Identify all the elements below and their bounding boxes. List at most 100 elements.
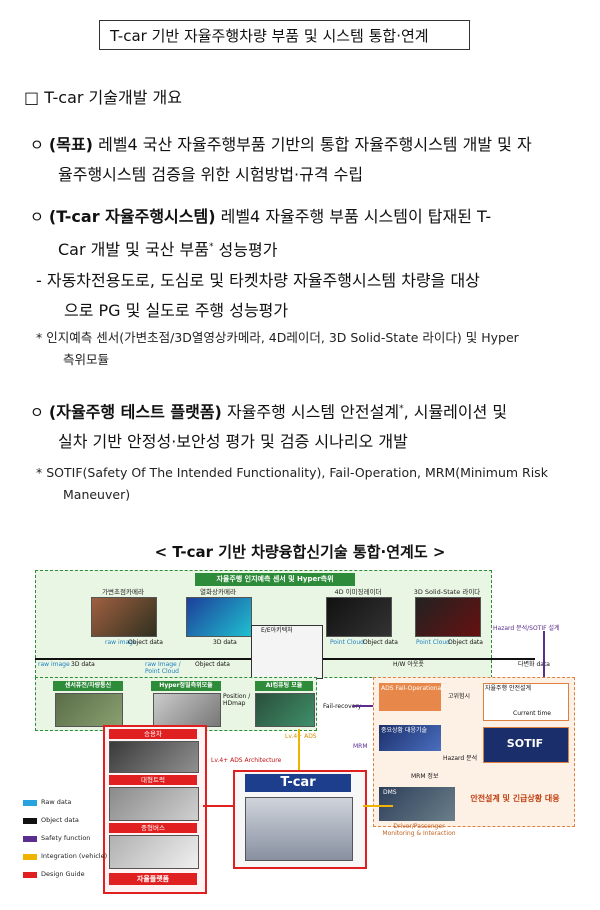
sub-bullet: - 자동차전용도로, 도심로 및 타켓차량 자율주행시스템 차량을 대상 으로 … — [36, 266, 596, 326]
sub-bullet-text: - 자동차전용도로, 도심로 및 타켓차량 자율주행시스템 차량을 대상 — [36, 271, 480, 290]
box-label: E/E아키텍처 — [261, 627, 293, 634]
flow-label: Fail-recovery — [323, 703, 362, 710]
legend-swatch — [23, 818, 37, 824]
flow-label: raw Image / Point Cloud — [145, 661, 181, 675]
flow-label: MRM 정보 — [411, 773, 439, 780]
integration-arrow — [298, 729, 300, 770]
footnote-text: * 인지예측 센서(가변초점/3D열영상카메라, 4D레이더, 3D Solid… — [36, 330, 519, 345]
footnote-text-cont: Maneuver) — [63, 487, 131, 502]
legend-label: Safety function — [41, 834, 91, 842]
integration-diagram: 자율주행 인지예측 센서 및 Hyper측위 가변초점카메라 열화상카메라 4D… — [23, 565, 579, 905]
footnote-text-cont: 측위모듈 — [63, 352, 110, 367]
legend-label: Integration (vehicle) — [41, 852, 108, 860]
sub-bullet-text-cont: 으로 PG 및 실도로 주행 성능평가 — [64, 301, 289, 320]
ads-fail-box — [379, 683, 441, 711]
footnote-text: * SOTIF(Safety Of The Intended Functiona… — [36, 465, 548, 480]
footnote-star: * — [208, 242, 214, 252]
bus-image — [109, 835, 199, 869]
flow-label: 고위험시 — [448, 693, 471, 700]
legend-swatch — [23, 854, 37, 860]
safety-arrow — [543, 631, 545, 677]
sensor-label: 가변초점카메라 — [102, 588, 144, 596]
dms-image — [379, 787, 455, 821]
legend-swatch — [23, 800, 37, 806]
degradation-chart — [483, 683, 569, 721]
vehicle-label: 중형버스 — [109, 823, 197, 833]
bullet-tcar-system: ㅇ (T-car 자율주행시스템) 레벨4 자율주행 부품 시스템이 탑재된 T… — [30, 202, 590, 265]
bullet-text: 자율주행 시스템 안전설계 — [221, 402, 400, 422]
platform-label: 자율플랫폼 — [109, 873, 197, 885]
flow-label: Hazard 분석 — [443, 755, 478, 762]
bullet-symbol: ㅇ — [30, 208, 44, 226]
safety-arrow — [353, 705, 373, 707]
bullet-text-cont: 성능평가 — [213, 240, 278, 260]
sotif-label: SOTIF — [506, 737, 544, 750]
flow-label: Position / HDmap — [223, 693, 251, 707]
flow-label: Object data — [448, 639, 483, 646]
integration-arrow — [363, 805, 393, 807]
tcar-label: T-car — [245, 774, 351, 792]
chart-label: 자율주행 안전설계 — [485, 685, 532, 692]
module-header: AI컴퓨팅 모듈 — [255, 681, 313, 691]
legend-label: Design Guide — [41, 870, 85, 878]
flow-label: 다변화 data — [518, 661, 550, 668]
flow-label: Point Cloud — [330, 639, 364, 646]
flow-label: raw image — [38, 661, 70, 668]
mrm-image — [379, 725, 441, 751]
footnote-sensors: * 인지예측 센서(가변초점/3D열영상카메라, 4D레이더, 3D Solid… — [36, 327, 596, 371]
bullet-test-platform: ㅇ (자율주행 테스트 플랫폼) 자율주행 시스템 안전설계*, 시뮬레이션 및… — [30, 394, 590, 457]
sensor-label: 4D 이미징레이더 — [334, 588, 382, 596]
flow-label: 3D data — [71, 661, 95, 668]
flow-label: 3D data — [213, 639, 237, 646]
legend-label: Raw data — [41, 798, 72, 806]
flow-label: Object data — [195, 661, 230, 668]
tcar-image — [245, 797, 353, 861]
safety-mrm-label: 안전설계 및 긴급상황 대응 — [470, 794, 560, 803]
bullet-key: (목표) — [48, 135, 93, 154]
vehicle-label: 대형트럭 — [109, 775, 197, 785]
bullet-text: 레벨4 국산 자율주행부품 기반의 통합 자율주행시스템 개발 및 자 — [92, 135, 532, 154]
footnote-sotif: * SOTIF(Safety Of The Intended Functiona… — [36, 462, 596, 506]
camera-image — [91, 597, 157, 637]
bullet-symbol: ㅇ — [30, 403, 44, 422]
sensor-label: 3D Solid-State 라이다 — [413, 588, 481, 596]
flow-label: Object data — [128, 639, 163, 646]
bullet-symbol: ㅇ — [30, 136, 44, 154]
sedan-image — [109, 741, 199, 773]
chart-label: Current time — [513, 710, 551, 717]
bullet-text-cont: Car 개발 및 국산 부품 — [58, 240, 209, 260]
bullet-text-cont: 실차 기반 안정성·보안성 평가 및 검증 시나리오 개발 — [58, 432, 408, 452]
fusion-image — [55, 693, 123, 727]
diagram-title: < T-car 기반 차량융합신기술 통합·연계도 > — [154, 543, 446, 561]
flow-label: H/W 아웃풋 — [393, 661, 424, 668]
box-label: ADS Fail-Operational — [381, 685, 443, 692]
box-label: Driver/Passenger Monitoring & Interactio… — [382, 823, 456, 837]
flow-label: Point Cloud — [416, 639, 450, 646]
bullet-text: , 시뮬레이션 및 — [403, 402, 508, 422]
legend-swatch — [23, 872, 37, 878]
footnote-star: * — [399, 404, 404, 414]
legend-label: Object data — [41, 816, 79, 824]
bullet-key: (자율주행 테스트 플랫폼) — [48, 402, 222, 422]
flow-label: Object data — [363, 639, 398, 646]
sensor-label: 열화상카메라 — [200, 588, 236, 596]
legend-swatch — [23, 836, 37, 842]
box-label: 중요상황 대응기술 — [381, 727, 428, 734]
design-arrow — [203, 805, 233, 807]
bullet-key: (T-car 자율주행시스템) — [48, 207, 216, 226]
vehicle-label: 승용차 — [109, 729, 197, 739]
radar-image — [326, 597, 392, 637]
lidar-image — [415, 597, 481, 637]
sotif-box — [483, 727, 569, 763]
flow-label: raw image — [105, 639, 137, 646]
flow-label: MRM — [353, 743, 368, 750]
bullet-goal: ㅇ (목표) 레벨4 국산 자율주행부품 기반의 통합 자율주행시스템 개발 및… — [30, 130, 590, 190]
hyper-image — [153, 693, 221, 727]
ai-module-image — [255, 693, 315, 727]
truck-image — [109, 787, 199, 821]
sensor-header: 자율주행 인지예측 센서 및 Hyper측위 — [195, 573, 355, 586]
thermal-image — [186, 597, 252, 637]
section-heading: □ T-car 기술개발 개요 — [24, 88, 182, 107]
page-title: T-car 기반 자율주행차량 부품 및 시스템 통합·연계 — [99, 20, 470, 50]
module-header: Hyper정밀측위모듈 — [151, 681, 221, 691]
